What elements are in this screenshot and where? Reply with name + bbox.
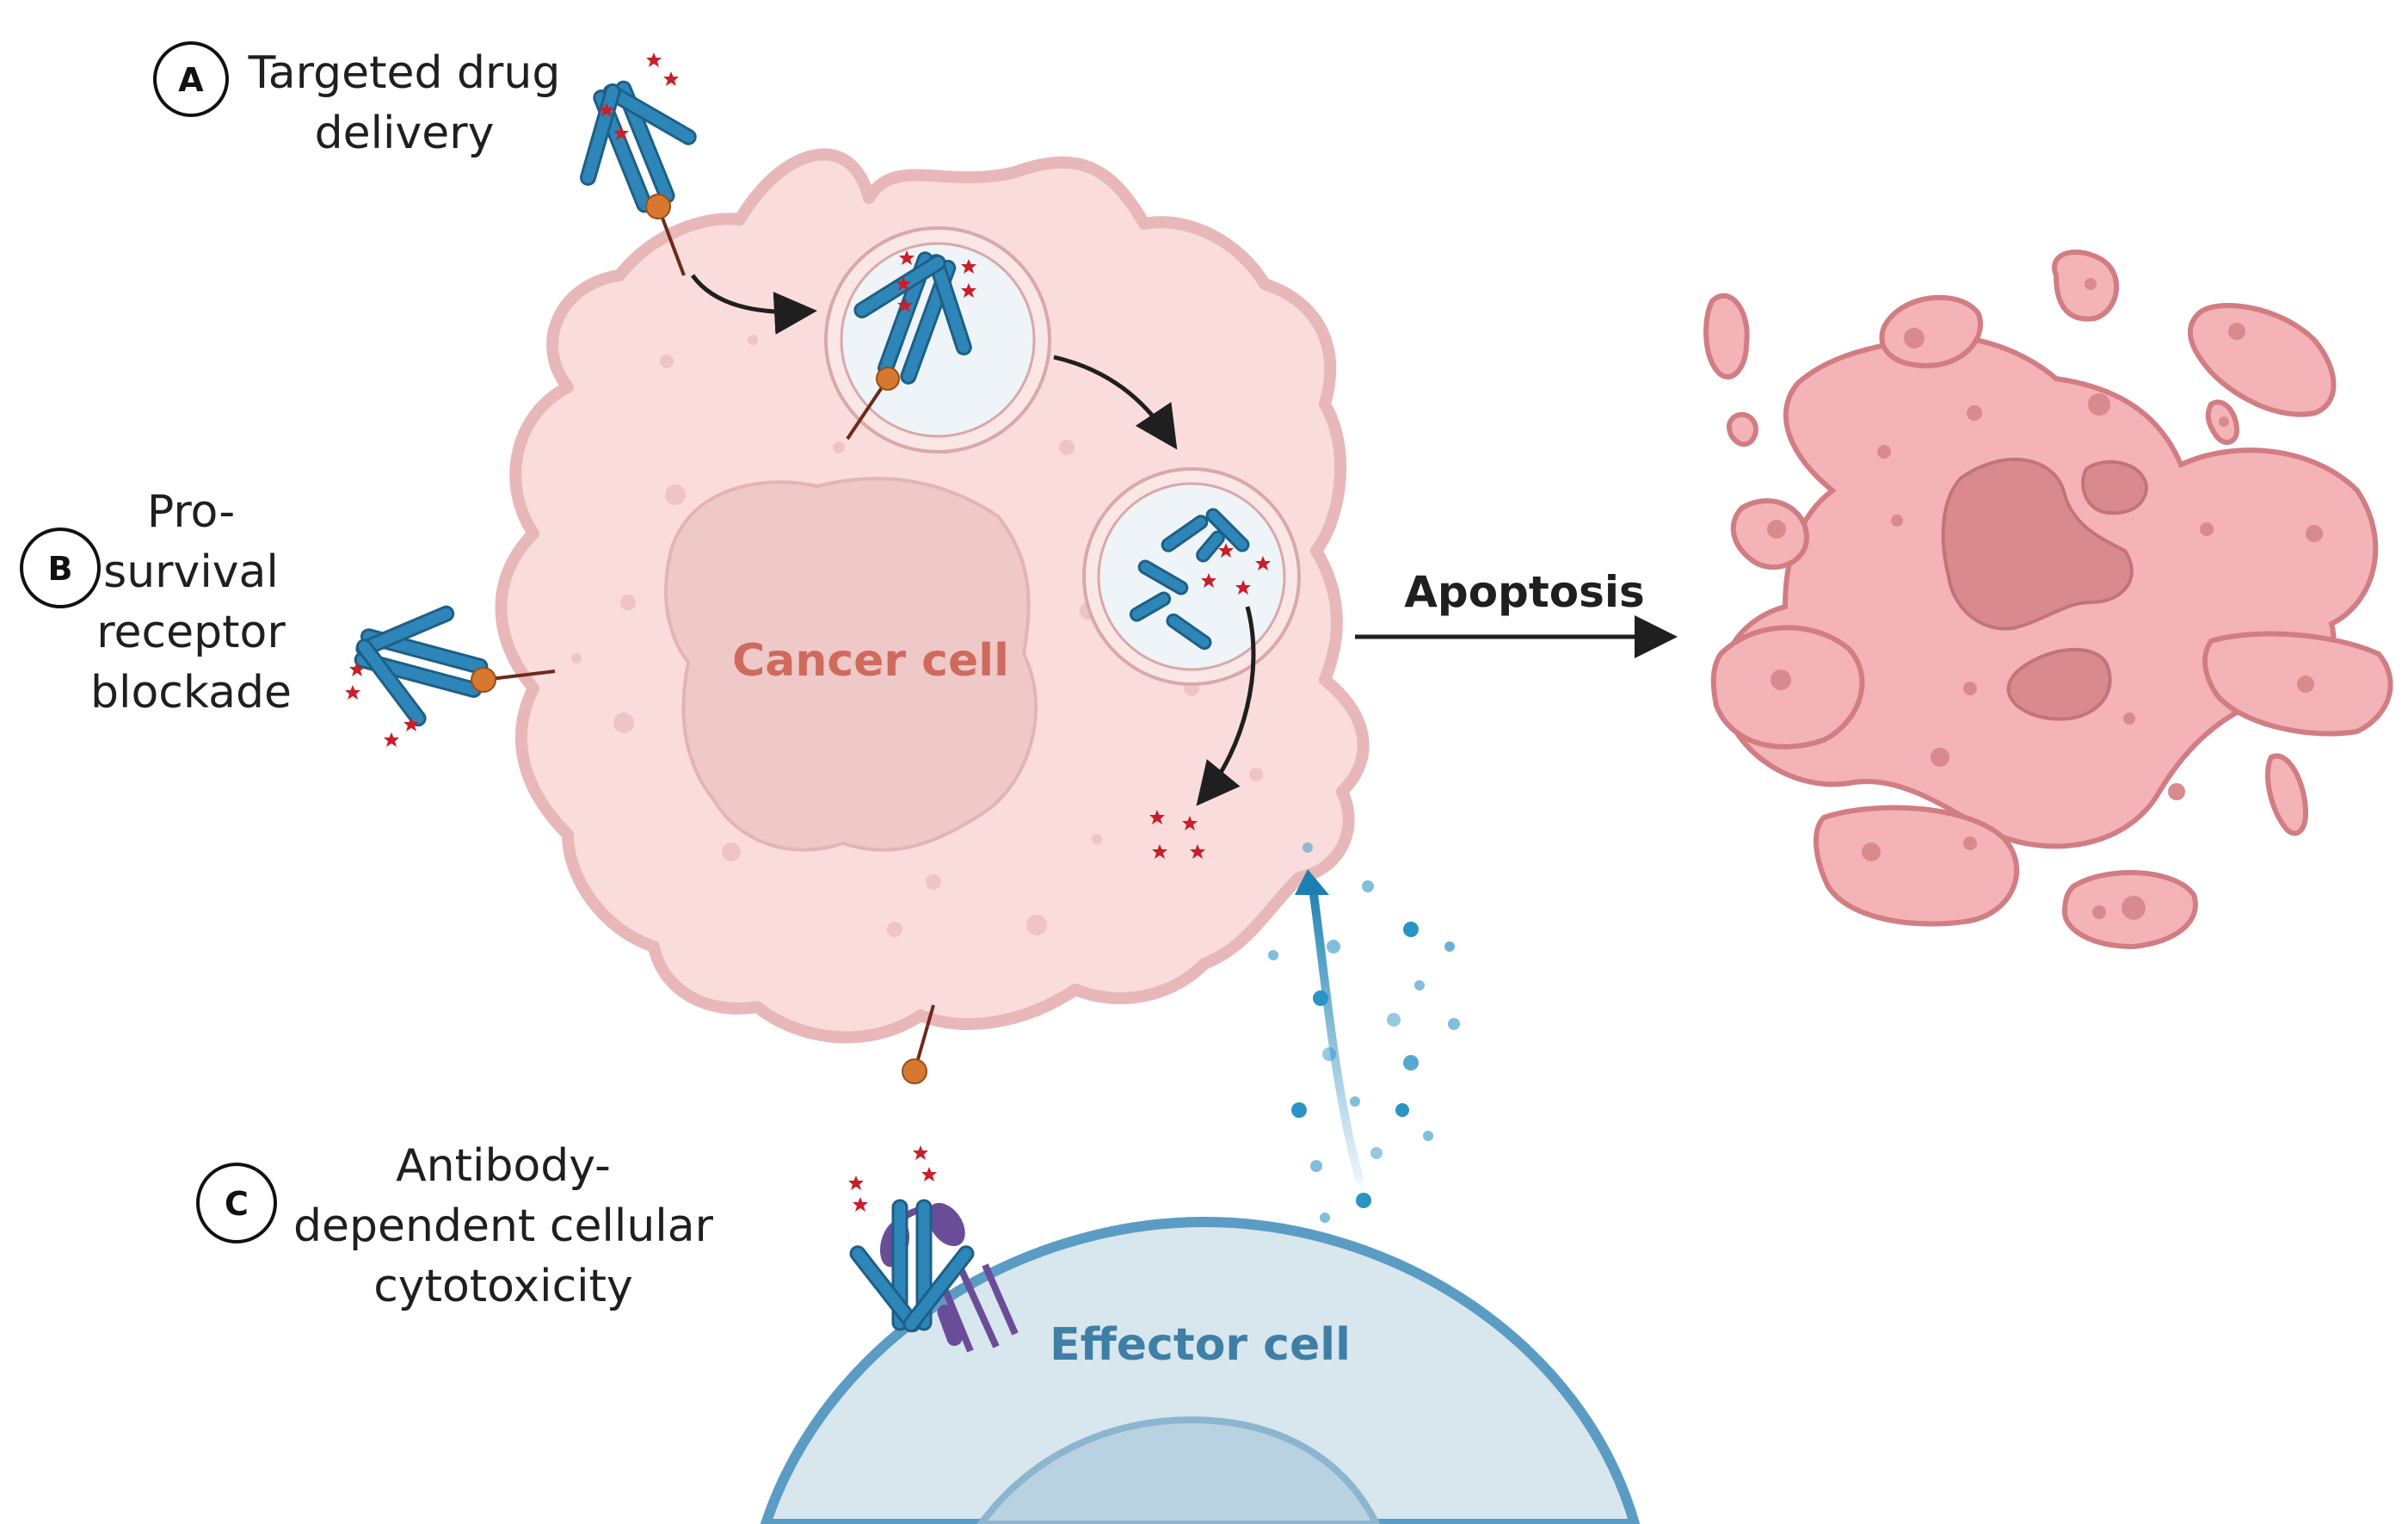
badge-c-circle xyxy=(196,1163,277,1243)
label-b-line2: survival xyxy=(103,546,279,598)
label-a-line1: Targeted drug xyxy=(248,47,561,99)
lysosome-degraded xyxy=(1082,467,1301,686)
antibody-receptor-blocker-b xyxy=(336,582,556,747)
antibody-drug-conjugate-a xyxy=(547,52,719,276)
cancer-cell-label: Cancer cell xyxy=(732,635,1009,687)
badge-b-circle xyxy=(20,528,101,608)
label-a: A Targeted drug delivery xyxy=(153,41,561,159)
badge-c: C xyxy=(225,1185,249,1223)
label-c-line2: dependent cellular xyxy=(293,1200,714,1252)
endosome-intact xyxy=(824,226,1051,453)
cancer-cell-nucleus xyxy=(664,477,1038,852)
badge-a: A xyxy=(178,61,204,99)
badge-a-circle xyxy=(153,41,229,117)
linker-ball-icon xyxy=(645,194,671,219)
badge-b: B xyxy=(48,550,73,588)
linker-ball-icon xyxy=(876,367,900,391)
cytotoxic-granules xyxy=(1268,842,1460,1223)
cancer-cell: Cancer cell xyxy=(495,148,1370,1044)
linker-ball-icon xyxy=(902,1058,927,1084)
label-b-line3: receptor xyxy=(96,607,286,658)
linker-ball-icon xyxy=(471,667,496,693)
label-c: C Antibody- dependent cellular cytotoxic… xyxy=(196,1140,714,1312)
internalization-arrows xyxy=(690,274,1256,806)
label-b: B Pro- survival receptor blockade xyxy=(20,486,292,719)
label-b-line1: Pro- xyxy=(147,486,235,538)
apoptosis-label: Apoptosis xyxy=(1404,567,1645,617)
label-b-line4: blockade xyxy=(90,667,292,719)
effector-cell: Effector cell xyxy=(760,1216,1641,1524)
label-c-line3: cytotoxicity xyxy=(373,1261,633,1312)
apoptotic-nucleus-fragments xyxy=(1941,458,2149,721)
label-c-line1: Antibody- xyxy=(396,1140,611,1192)
antibody-adcc-c xyxy=(847,1004,977,1336)
apoptotic-specks xyxy=(1767,278,2323,920)
label-a-line2: delivery xyxy=(315,108,495,159)
effector-cell-label: Effector cell xyxy=(1050,1319,1351,1371)
apoptosis-arrow: Apoptosis xyxy=(1355,567,1678,658)
